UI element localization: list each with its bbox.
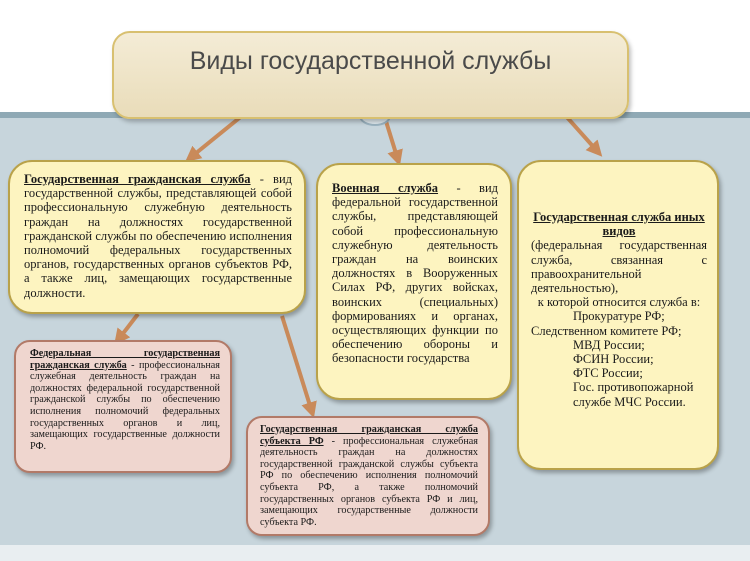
other-service-item: ФТС России; [573, 366, 643, 381]
other-service-intro: к которой относится служба в: [537, 295, 701, 310]
other-service-box: Государственная служба иных видов (федер… [517, 160, 719, 470]
military-service-box: Военная служба - вид федеральной государ… [316, 163, 512, 400]
civil-service-body: - вид государственной службы, представля… [24, 172, 292, 300]
subject-civil-service-box: Государственная гражданская служба субъе… [246, 416, 490, 536]
subject-civil-service-heading: Государственная гражданская служба субъе… [260, 424, 478, 447]
federal-civil-service-box: Федеральная государственная гражданская … [14, 340, 232, 473]
arrow-to-other [563, 113, 603, 157]
federal-civil-service-body: - профессиональная служебная деятельност… [30, 359, 220, 452]
other-service-item: МВД России; [573, 337, 645, 352]
arrow-to-subject-civil [280, 315, 317, 419]
footer-band [0, 545, 750, 561]
military-service-body: - вид федеральной государственной службы… [332, 181, 498, 366]
other-service-item: Гос. противопожарной службе МЧС России. [573, 380, 694, 409]
arrow-to-civil [185, 113, 245, 163]
subject-civil-service-body: - профессиональная служебная деятельност… [260, 435, 478, 528]
civil-service-box: Государственная гражданская служба - вид… [8, 160, 306, 314]
arrow-to-military [383, 117, 403, 167]
page-title: Виды государственной службы [189, 47, 552, 75]
civil-service-heading: Государственная гражданская служба [24, 172, 251, 186]
title-box: Виды государственной службы [112, 31, 629, 119]
other-service-description: (федеральная государственная служба, свя… [531, 238, 707, 296]
other-service-item: ФСИН России; [573, 352, 654, 367]
military-service-heading: Военная служба [332, 181, 439, 195]
arrow-to-federal-civil [114, 312, 140, 346]
federal-civil-service-heading: Федеральная государственная гражданская … [30, 348, 220, 371]
other-service-heading: Государственная служба иных видов [533, 210, 705, 239]
other-service-item: Следственном комитете РФ; [531, 323, 682, 338]
other-service-item: Прокуратуре РФ; [573, 309, 665, 324]
